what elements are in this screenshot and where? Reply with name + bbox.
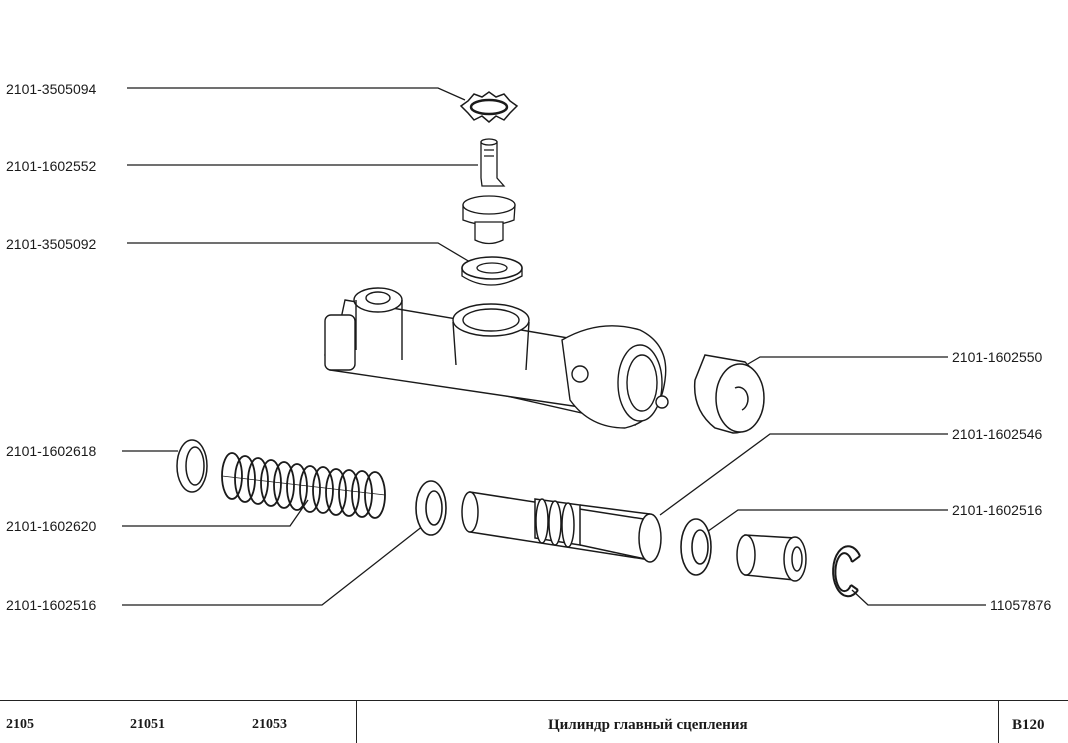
front-seal-part <box>415 480 447 536</box>
fitting-part <box>462 138 516 245</box>
leader-return-spring <box>122 499 309 527</box>
callout-fitting: 2101-1602552 <box>6 158 97 174</box>
retaining-ring-part <box>832 545 861 598</box>
leader-front-seal <box>122 521 429 606</box>
return-spring-part <box>221 452 386 519</box>
callout-piston-seal: 2101-1602516 <box>952 502 1043 518</box>
drawing-title: Цилиндр главный сцепления <box>548 717 748 733</box>
title-block-divider-right <box>998 700 999 743</box>
leader-piston <box>659 433 948 516</box>
title-block-top-rule <box>0 700 1068 701</box>
piston-seal-part <box>680 518 712 576</box>
callout-front-seal: 2101-1602516 <box>6 597 97 613</box>
lock-washer-part <box>459 91 519 123</box>
pusher-part <box>736 534 807 582</box>
model-code-2: 21051 <box>130 717 165 732</box>
cylinder-body-part <box>324 287 669 429</box>
callout-return-spring: 2101-1602620 <box>6 518 97 534</box>
callout-piston: 2101-1602546 <box>952 426 1043 442</box>
model-code-3: 21053 <box>252 717 287 732</box>
callout-retaining-ring: 11057876 <box>990 597 1052 613</box>
callout-spring-seat: 2101-1602618 <box>6 443 97 459</box>
callout-lock-washer: 2101-3505094 <box>6 81 97 97</box>
fitting-gasket-part <box>461 256 523 286</box>
leader-reservoir-cap <box>747 356 948 365</box>
leader-fitting-gasket <box>127 242 471 263</box>
spring-seat-part <box>176 439 208 493</box>
piston-part <box>461 491 662 563</box>
leader-piston-seal <box>703 509 948 535</box>
reservoir-cap-part <box>693 354 765 434</box>
model-code-1: 2105 <box>6 717 34 732</box>
exploded-parts-diagram <box>122 87 986 606</box>
title-block-divider-left <box>356 700 357 743</box>
title-block <box>0 700 1068 743</box>
callout-fitting-gasket: 2101-3505092 <box>6 236 97 252</box>
page-code: B120 <box>1012 717 1045 733</box>
callout-reservoir-cap: 2101-1602550 <box>952 349 1043 365</box>
leader-lock-washer <box>127 87 466 101</box>
leader-retaining-ring <box>851 589 986 606</box>
